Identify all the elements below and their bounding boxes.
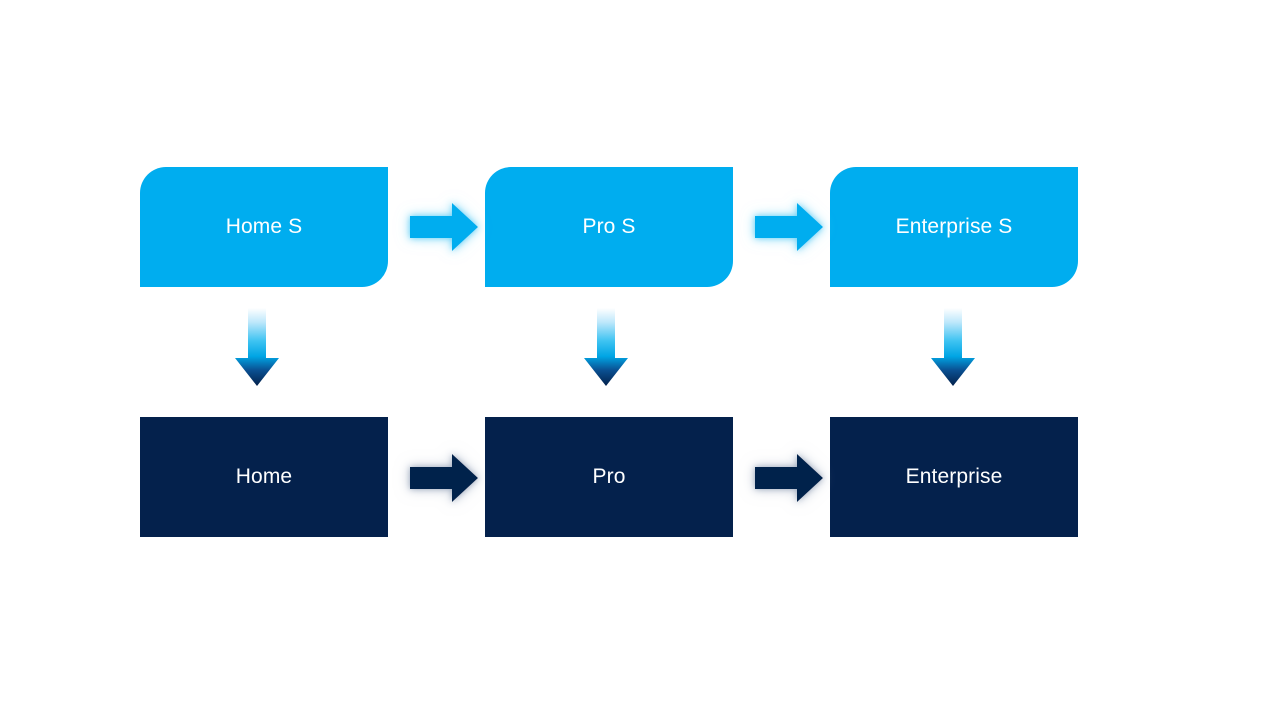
arrow-down-pro-s-to-pro (582, 308, 630, 388)
node-label: Home (235, 465, 293, 489)
arrow-down-icon (584, 308, 628, 386)
arrow-right-icon (755, 203, 823, 251)
node-pro-s[interactable]: Pro S (485, 167, 733, 287)
node-label: Enterprise S (895, 215, 1013, 239)
node-label: Enterprise (905, 465, 1003, 489)
arrow-right-icon (755, 454, 823, 502)
arrow-right-home-s-to-pro-s (408, 200, 480, 254)
node-label: Pro (592, 465, 626, 489)
arrow-right-pro-to-enterprise (753, 451, 825, 505)
node-label: Home S (225, 215, 303, 239)
arrow-down-icon (235, 308, 279, 386)
arrow-down-enterprise-s-to-enterprise (929, 308, 977, 388)
arrow-right-icon (410, 203, 478, 251)
arrow-right-icon (410, 454, 478, 502)
arrow-down-home-s-to-home (233, 308, 281, 388)
arrow-right-pro-s-to-enterprise-s (753, 200, 825, 254)
arrow-right-home-to-pro (408, 451, 480, 505)
node-enterprise[interactable]: Enterprise (830, 417, 1078, 537)
node-enterprise-s[interactable]: Enterprise S (830, 167, 1078, 287)
node-home-s[interactable]: Home S (140, 167, 388, 287)
arrow-down-icon (931, 308, 975, 386)
node-pro[interactable]: Pro (485, 417, 733, 537)
node-label: Pro S (582, 215, 636, 239)
node-home[interactable]: Home (140, 417, 388, 537)
